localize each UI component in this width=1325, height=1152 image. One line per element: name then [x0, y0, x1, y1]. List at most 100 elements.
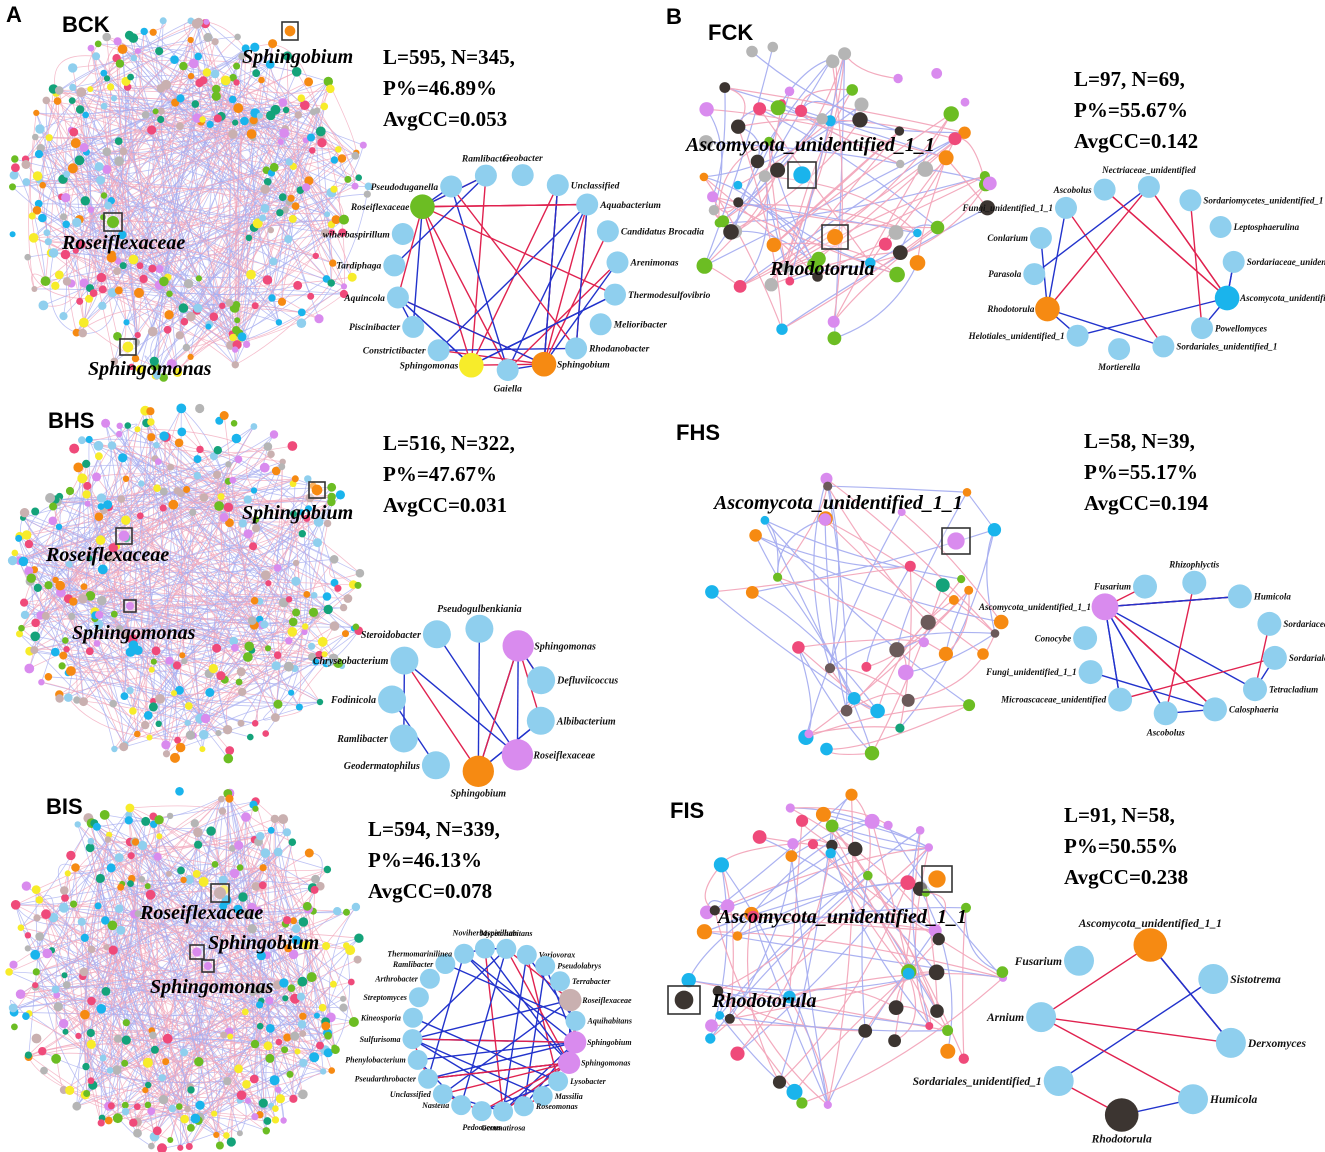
negative-edge [105, 423, 127, 697]
network-node [681, 973, 696, 988]
network-node [162, 1033, 173, 1044]
subnetwork-node: Fusarium [1093, 574, 1157, 599]
network-node [948, 132, 962, 146]
node-circle [565, 1010, 586, 1031]
positive-edge [805, 704, 970, 738]
network-node [275, 1038, 283, 1046]
network-node [293, 280, 303, 290]
negative-edge [764, 520, 855, 699]
positive-edge [152, 464, 229, 702]
network-node [44, 673, 53, 681]
network-node [211, 91, 221, 101]
network-node [148, 666, 155, 673]
network-node [225, 794, 234, 803]
network-node [87, 1077, 95, 1085]
negative-edge [403, 660, 518, 756]
network-node [825, 848, 836, 859]
network-node [134, 48, 141, 54]
subnetwork-node: Pedococcus [462, 1101, 501, 1132]
network-node [714, 218, 724, 228]
network-node [32, 982, 39, 989]
network-node [147, 418, 155, 426]
subnetwork-node: wiherbaspirillum [323, 223, 414, 245]
negative-edge [196, 23, 219, 119]
network-node [767, 41, 779, 53]
network-node [228, 95, 237, 104]
network-node [30, 949, 41, 960]
network-node [996, 966, 1009, 978]
network-node [298, 509, 305, 516]
negative-edge [238, 107, 332, 225]
network-node [77, 473, 88, 484]
network-node [119, 262, 127, 270]
positive-edge [714, 910, 829, 1106]
node-circle [1203, 697, 1227, 722]
network-node [804, 729, 814, 739]
network-node [51, 1053, 61, 1064]
network-node [316, 1041, 324, 1050]
network-node [287, 194, 295, 202]
positive-edge [421, 206, 472, 366]
network-node [993, 614, 1009, 630]
node-label: Kineosporia [360, 1014, 401, 1023]
node-circle [526, 706, 555, 735]
positive-edge [137, 428, 283, 468]
callout-bck-roseiflexaceae: Roseiflexaceae [62, 232, 186, 254]
network-node [295, 703, 303, 711]
network-node [288, 838, 297, 846]
network-node [180, 1048, 189, 1057]
network-node [315, 126, 326, 137]
network-node [31, 507, 40, 516]
network-node [304, 475, 312, 483]
network-node [935, 578, 950, 592]
negative-edge [737, 882, 908, 937]
stats-positive-percent: P%=47.67% [383, 462, 498, 486]
subnetwork-node: Conlarium [987, 227, 1052, 249]
network-node [296, 992, 306, 1001]
network-node [127, 73, 134, 81]
network-node [48, 516, 58, 526]
network-node [265, 60, 275, 69]
negative-edge [83, 64, 271, 148]
network-node [279, 128, 290, 139]
negative-edge [256, 1000, 270, 1115]
node-circle [1222, 250, 1245, 273]
node-label: Powellomyces [1215, 323, 1267, 333]
node-label: Rhodotorula [1091, 1134, 1152, 1146]
negative-edge [790, 856, 829, 1106]
network-node [182, 343, 191, 352]
callout-fck-ascomycota: Ascomycota_unidentified_1_1 [686, 134, 935, 156]
subnetwork-node: Leptosphaerulina [1209, 216, 1300, 238]
network-node [59, 651, 68, 660]
node-circle [1078, 660, 1103, 685]
network-node [95, 535, 106, 545]
subnetwork-node: Roseiflexaceae [501, 739, 596, 771]
network-node [177, 866, 185, 875]
positive-edge [21, 604, 329, 629]
node-circle [604, 283, 626, 306]
positive-edge [98, 166, 316, 257]
negative-edge [69, 878, 133, 1091]
subnetwork-node: Arenimonas [606, 251, 679, 274]
network-node [223, 1077, 232, 1086]
network-node [106, 252, 117, 263]
positive-edge [28, 1052, 163, 1079]
positive-edge [36, 841, 136, 890]
network-node [62, 981, 71, 989]
network-node [159, 431, 169, 441]
node-label: Parasola [988, 269, 1022, 279]
positive-edge [826, 478, 996, 634]
negative-edge [117, 937, 360, 1119]
positive-edge [41, 681, 146, 726]
negative-edge [59, 585, 138, 735]
network-node [351, 182, 359, 190]
network-node [167, 463, 175, 471]
network-node [164, 310, 174, 320]
node-label: Pseudarthrobacter [355, 1075, 417, 1084]
network-node [154, 458, 162, 465]
negative-edge [68, 545, 254, 600]
network-node [187, 72, 195, 80]
network-node [724, 1013, 735, 1024]
network-stats-fhs: L=58, N=39, P%=55.17% AvgCC=0.194 [1084, 426, 1208, 519]
node-circle [410, 194, 435, 220]
